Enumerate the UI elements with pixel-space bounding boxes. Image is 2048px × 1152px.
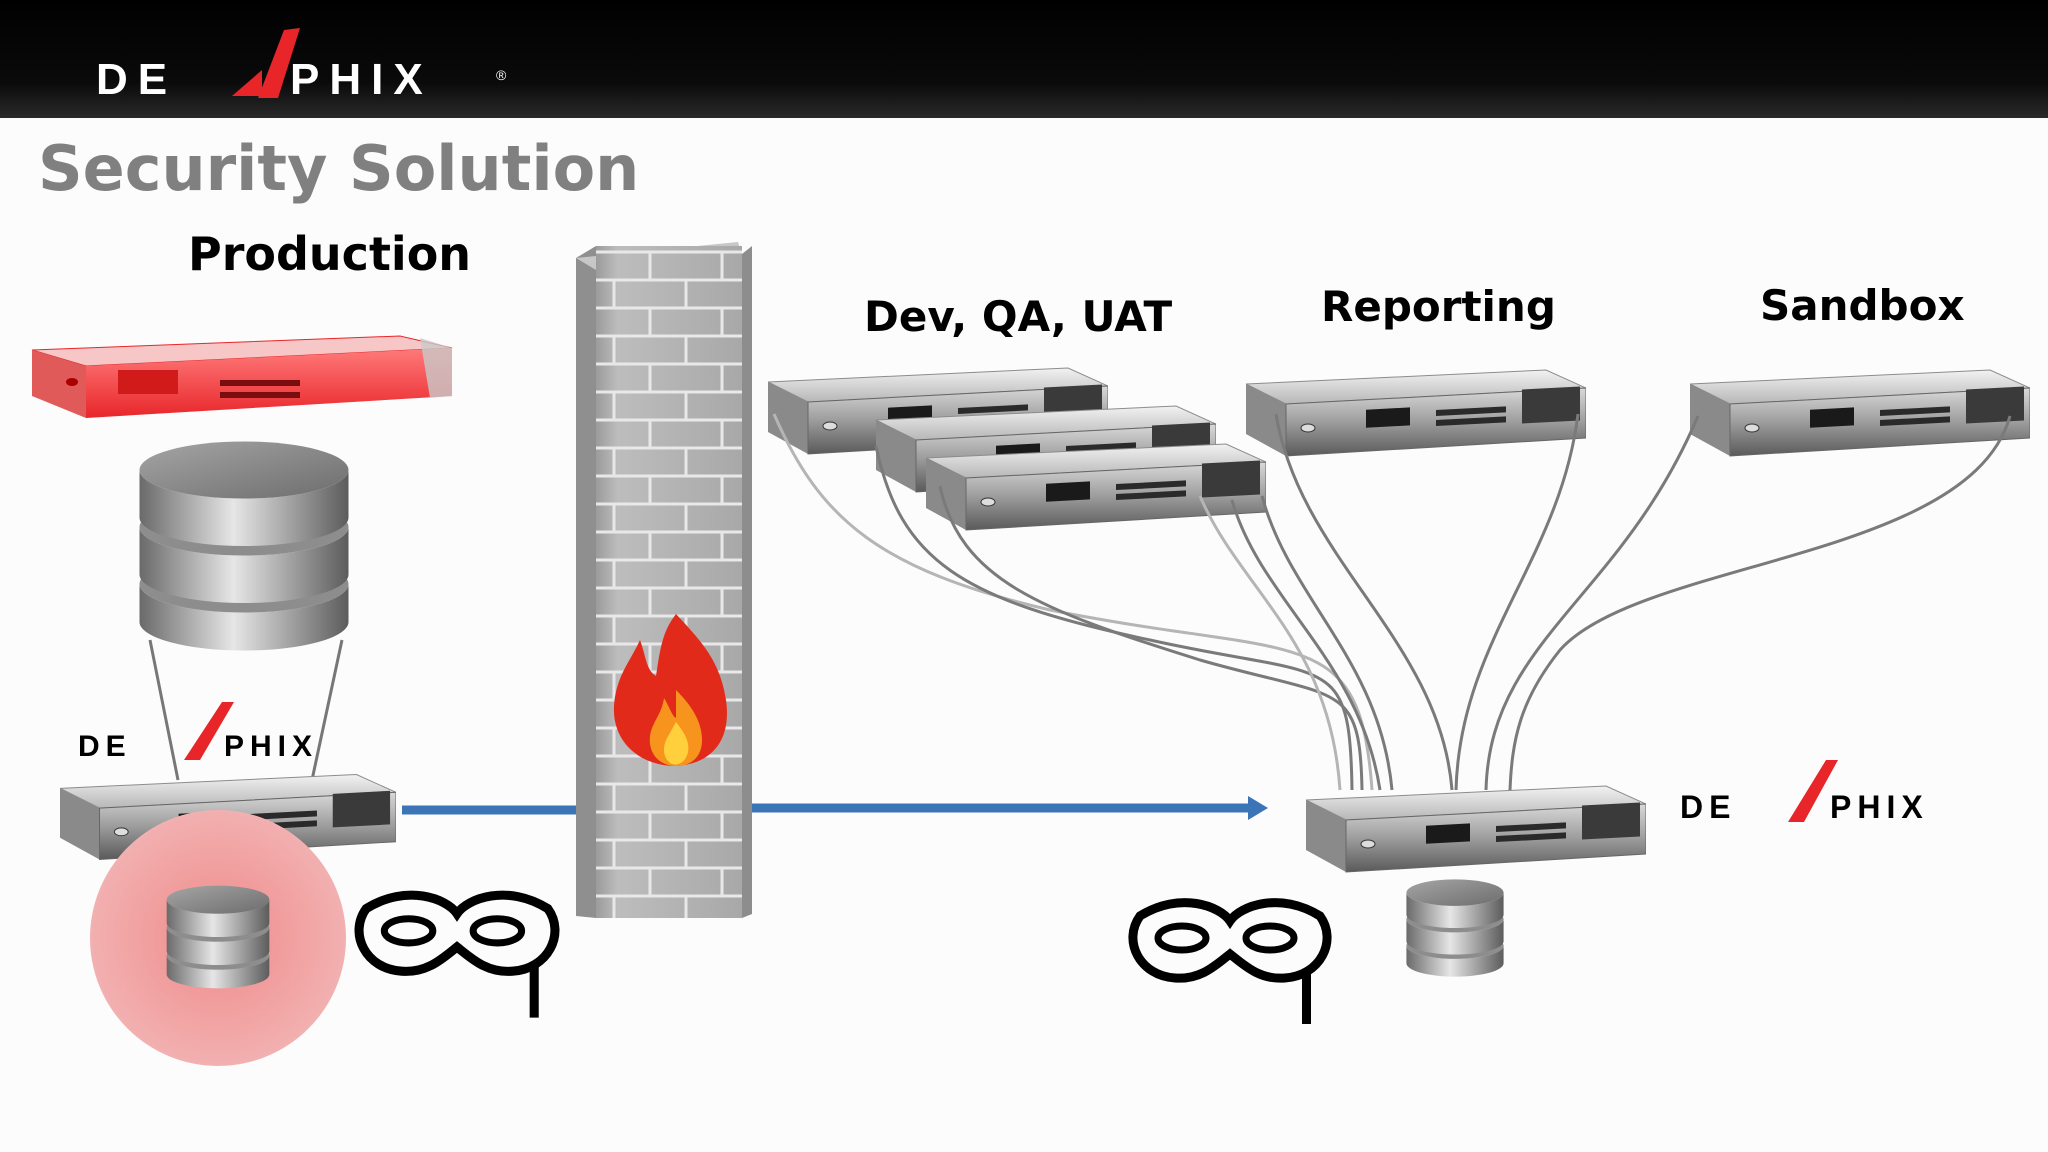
label-dev-qa-uat: Dev, QA, UAT: [864, 292, 1173, 341]
reporting-server-icon: [1246, 369, 1586, 457]
dev-server-3-icon: [926, 443, 1266, 531]
label-sandbox: Sandbox: [1760, 281, 1965, 330]
arrow-icon: [1248, 796, 1268, 820]
header-bar: [0, 0, 2048, 118]
logo-left-letters: DE: [96, 55, 177, 104]
production-server-red: [31, 335, 453, 418]
mask-icon: [1133, 903, 1327, 1024]
logo-left-letters: DE: [1680, 789, 1736, 825]
masked-database-icon: [166, 885, 270, 989]
delphix-logo-left: DE PHIX: [78, 702, 318, 763]
cables: [772, 413, 2012, 791]
logo-right-letters: PHIX: [224, 730, 318, 763]
label-reporting: Reporting: [1321, 282, 1556, 331]
page-title: Security Solution: [38, 132, 639, 205]
firewall-icon: [576, 242, 752, 918]
logo-left-letters: DE: [78, 730, 132, 763]
connector-line: [148, 639, 180, 781]
production-database-icon: [139, 441, 349, 651]
delphix-logo: DE PHIX ®: [96, 28, 507, 104]
delphix-target-server-icon: [1306, 785, 1646, 873]
label-production: Production: [188, 227, 471, 281]
logo-slash-icon: [258, 28, 300, 98]
mask-icon: [359, 895, 555, 1017]
logo-right-letters: PHIX: [290, 55, 433, 104]
connector-line: [310, 639, 344, 781]
delphix-logo-right: DE PHIX: [1680, 760, 1929, 825]
logo-registered: ®: [496, 67, 507, 83]
logo-slash-icon: [184, 702, 234, 760]
logo-slash-icon: [1788, 760, 1838, 822]
logo-right-letters: PHIX: [1830, 789, 1929, 825]
logo-slash-foot-icon: [232, 70, 262, 96]
fire-icon: [613, 614, 727, 766]
sandbox-server-icon: [1690, 369, 2030, 457]
virtual-database-icon: [1406, 879, 1504, 977]
